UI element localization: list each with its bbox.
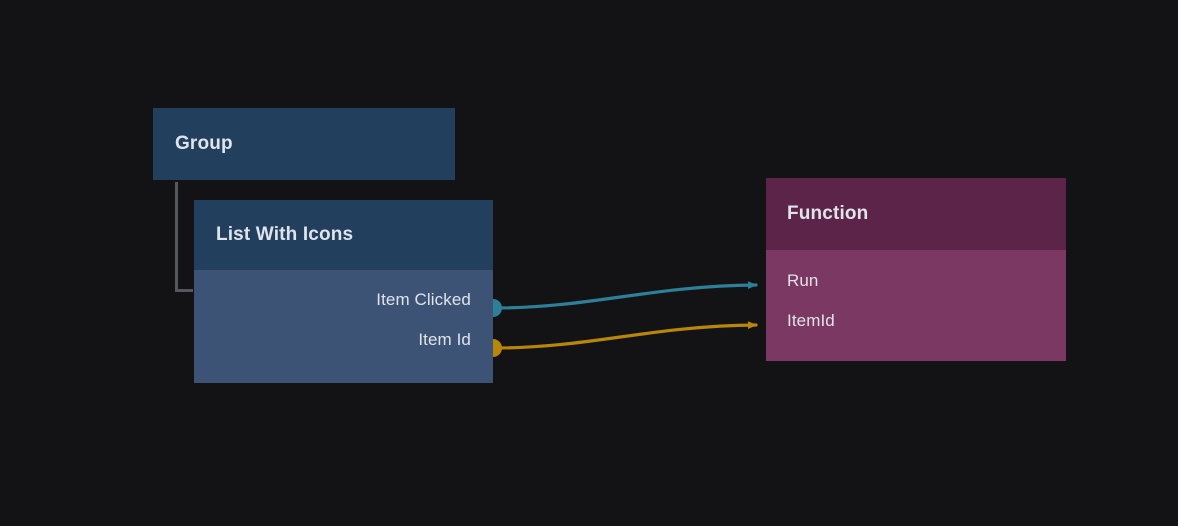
output-port-item-clicked-label: Item Clicked [376,290,471,309]
bracket-horizontal-foot [175,289,193,292]
input-port-run[interactable]: Run [766,261,1066,301]
node-function-body: Run ItemId [766,250,1066,361]
input-port-itemid-label: ItemId [787,311,835,330]
input-port-itemid[interactable]: ItemId [766,301,1066,341]
output-port-item-id[interactable]: Item Id [194,320,493,360]
node-list-with-icons-header[interactable]: List With Icons [194,200,493,270]
bracket-vertical-line [175,182,178,292]
edge-item-clicked-to-run [492,281,758,310]
output-port-item-clicked[interactable]: Item Clicked [194,280,493,320]
node-function-header[interactable]: Function [766,178,1066,250]
node-group[interactable]: Group [153,108,455,180]
group-containment-bracket [175,182,195,292]
node-list-with-icons-body: Item Clicked Item Id [194,270,493,383]
node-function-title: Function [787,203,869,224]
node-group-title: Group [175,133,233,154]
output-port-item-id-label: Item Id [418,330,471,349]
node-function[interactable]: Function Run ItemId [766,178,1066,361]
node-list-with-icons[interactable]: List With Icons Item Clicked Item Id [194,200,493,383]
edge-item-id-to-itemid [492,321,758,350]
node-group-header[interactable]: Group [153,108,455,180]
node-list-with-icons-title: List With Icons [216,224,354,245]
input-port-run-label: Run [787,271,819,290]
